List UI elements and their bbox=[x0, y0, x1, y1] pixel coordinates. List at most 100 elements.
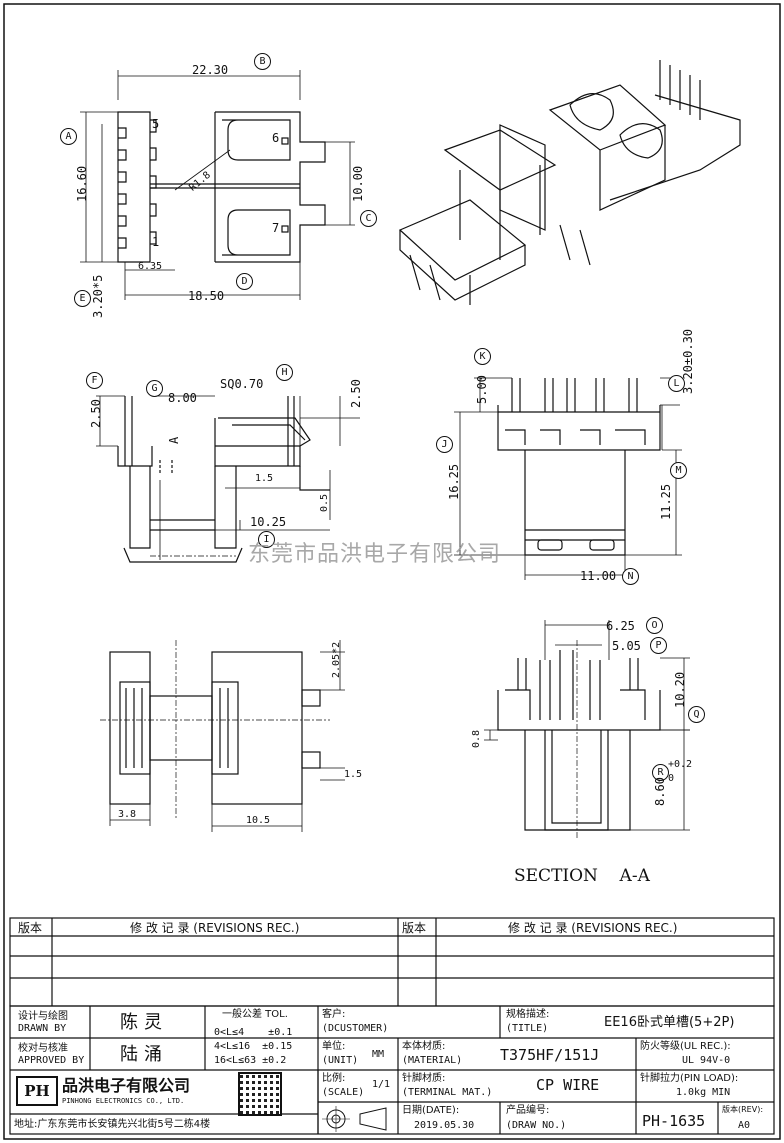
unit-value: MM bbox=[372, 1049, 385, 1060]
rev-header-3: 版本 bbox=[402, 921, 427, 935]
dim-k: 5.00 bbox=[475, 375, 489, 404]
title-label-en: (TITLE) bbox=[506, 1023, 549, 1034]
fire-label: 防火等级(UL REC.): bbox=[640, 1041, 731, 1052]
dim-total: 16.25 bbox=[447, 463, 461, 500]
rev-header-1: 版本 bbox=[18, 921, 43, 935]
pin-load-label: 针脚拉力(PIN LOAD): bbox=[640, 1073, 739, 1084]
date-label: 日期(DATE): bbox=[402, 1105, 460, 1116]
terminal-value: CP WIRE bbox=[536, 1076, 600, 1094]
company-address: 地址:广东东莞市长安镇先兴北街5号二栋4楼 bbox=[14, 1119, 211, 1130]
approved-by: 陆涌 bbox=[120, 1044, 168, 1065]
dim-r: 8.60 bbox=[653, 777, 667, 806]
title-label: 规格描述: bbox=[506, 1009, 550, 1020]
pin-1-label: 1 bbox=[152, 235, 160, 249]
dim-d4: 10.5 bbox=[246, 815, 271, 826]
bubble-e: E bbox=[74, 290, 91, 307]
isometric-view bbox=[398, 60, 741, 305]
dim-q: 10.20 bbox=[673, 671, 687, 708]
drawn-by: 陈灵 bbox=[120, 1012, 168, 1033]
drawn-by-label: 设计与绘图 bbox=[18, 1011, 68, 1022]
projection-symbol bbox=[322, 1106, 387, 1132]
bubble-o: O bbox=[646, 617, 663, 634]
bubble-d: D bbox=[236, 273, 253, 290]
draw-no-label-en: (DRAW NO.) bbox=[506, 1120, 567, 1131]
dim-p: 5.05 bbox=[612, 639, 641, 653]
terminal-label: 针脚材质: bbox=[402, 1073, 446, 1084]
bubble-h: H bbox=[276, 364, 293, 381]
bubble-r: R bbox=[652, 764, 669, 781]
dim-r-tol: +0.2 bbox=[668, 759, 693, 770]
title-value: EE16卧式单槽(5+2P) bbox=[604, 1015, 735, 1030]
dim-side-width: 10.25 bbox=[250, 515, 287, 529]
dim-d3: 3.8 bbox=[118, 809, 137, 820]
date-value: 2019.05.30 bbox=[414, 1120, 475, 1131]
customer-label-en: (DCUSTOMER) bbox=[322, 1023, 389, 1034]
pin-load-value: 1.0kg MIN bbox=[676, 1087, 731, 1098]
company-name-en: PINHONG ELECTRONICS CO., LTD. bbox=[62, 1097, 185, 1105]
tol-row-1: 0<L≤4 ±0.1 bbox=[214, 1027, 293, 1038]
dim-h: 2.50 bbox=[349, 379, 363, 408]
scale-label: 比例: bbox=[322, 1073, 346, 1084]
draw-no-label: 产品编号: bbox=[506, 1105, 550, 1116]
dim-a2: 0.5 bbox=[319, 493, 330, 512]
dim-body: 11.25 bbox=[659, 483, 673, 520]
draw-no-value: PH-1635 bbox=[642, 1112, 706, 1130]
bubble-i: I bbox=[258, 531, 275, 548]
dim-front-width: 11.00 bbox=[580, 569, 617, 583]
title-block bbox=[9, 917, 775, 1135]
rev-header-2: 修 改 记 录 (REVISIONS REC.) bbox=[130, 921, 300, 935]
company-name: 品洪电子有限公司 bbox=[62, 1076, 191, 1095]
bottom-view bbox=[100, 640, 345, 832]
dim-r-tol2: 0 bbox=[668, 773, 675, 784]
terminal-label-en: (TERMINAL MAT.) bbox=[402, 1087, 493, 1098]
dim-o: 6.25 bbox=[606, 619, 635, 633]
dim-base-width: 18.50 bbox=[188, 289, 225, 303]
dim-g: 8.00 bbox=[168, 391, 197, 405]
dim-pin-span: 10.00 bbox=[351, 165, 365, 202]
material-label-en: (MATERIAL) bbox=[402, 1055, 463, 1066]
section-view bbox=[484, 620, 690, 840]
fire-value: UL 94V-0 bbox=[682, 1055, 731, 1066]
bubble-b: B bbox=[254, 53, 271, 70]
bubble-j: J bbox=[436, 436, 453, 453]
bubble-k: K bbox=[474, 348, 491, 365]
front-view bbox=[454, 377, 682, 580]
approved-label-en: APPROVED BY bbox=[18, 1055, 85, 1066]
scale-value: 1/1 bbox=[372, 1079, 391, 1090]
dim-pin-pitch: 6.35 bbox=[138, 261, 163, 272]
material-value: T375HF/151J bbox=[500, 1046, 600, 1064]
dim-pitch-formula: 3.20*5 bbox=[91, 274, 105, 318]
unit-label-en: (UNIT) bbox=[322, 1055, 359, 1066]
material-label: 本体材质: bbox=[402, 1041, 446, 1052]
customer-label: 客户: bbox=[322, 1009, 346, 1020]
section-label: SECTION A-A bbox=[514, 866, 650, 886]
scale-label-en: (SCALE) bbox=[322, 1087, 365, 1098]
dim-f: 2.50 bbox=[89, 399, 103, 428]
section-mark: A bbox=[167, 436, 181, 444]
top-view bbox=[80, 70, 355, 300]
rev-header-4: 修 改 记 录 (REVISIONS REC.) bbox=[508, 921, 678, 935]
dim-sq: SQ0.70 bbox=[220, 377, 264, 391]
bubble-a: A bbox=[60, 128, 77, 145]
bubble-n: N bbox=[622, 568, 639, 585]
tol-row-2: 4<L≤16 ±0.15 bbox=[214, 1041, 293, 1052]
watermark: 东莞市品洪电子有限公司 bbox=[248, 542, 502, 567]
dim-section-h: 0.8 bbox=[471, 729, 482, 748]
bubble-q: Q bbox=[688, 706, 705, 723]
bubble-l: L bbox=[668, 375, 685, 392]
dim-a1: 1.5 bbox=[255, 473, 274, 484]
unit-label: 单位: bbox=[322, 1041, 346, 1052]
qr-code bbox=[238, 1072, 282, 1116]
pin-7-label: 7 bbox=[272, 221, 280, 235]
dim-height: 16.60 bbox=[75, 165, 89, 202]
bubble-g: G bbox=[146, 380, 163, 397]
bubble-p: P bbox=[650, 637, 667, 654]
rev-value: A0 bbox=[738, 1120, 751, 1131]
pin-5-label: 5 bbox=[152, 117, 160, 131]
drawn-by-label-en: DRAWN BY bbox=[18, 1023, 67, 1034]
dim-d1: 2.05*2 bbox=[331, 641, 342, 678]
dim-width-total: 22.30 bbox=[192, 63, 229, 77]
tol-title: 一般公差 TOL. bbox=[222, 1009, 288, 1020]
dim-d2: 1.5 bbox=[344, 769, 363, 780]
